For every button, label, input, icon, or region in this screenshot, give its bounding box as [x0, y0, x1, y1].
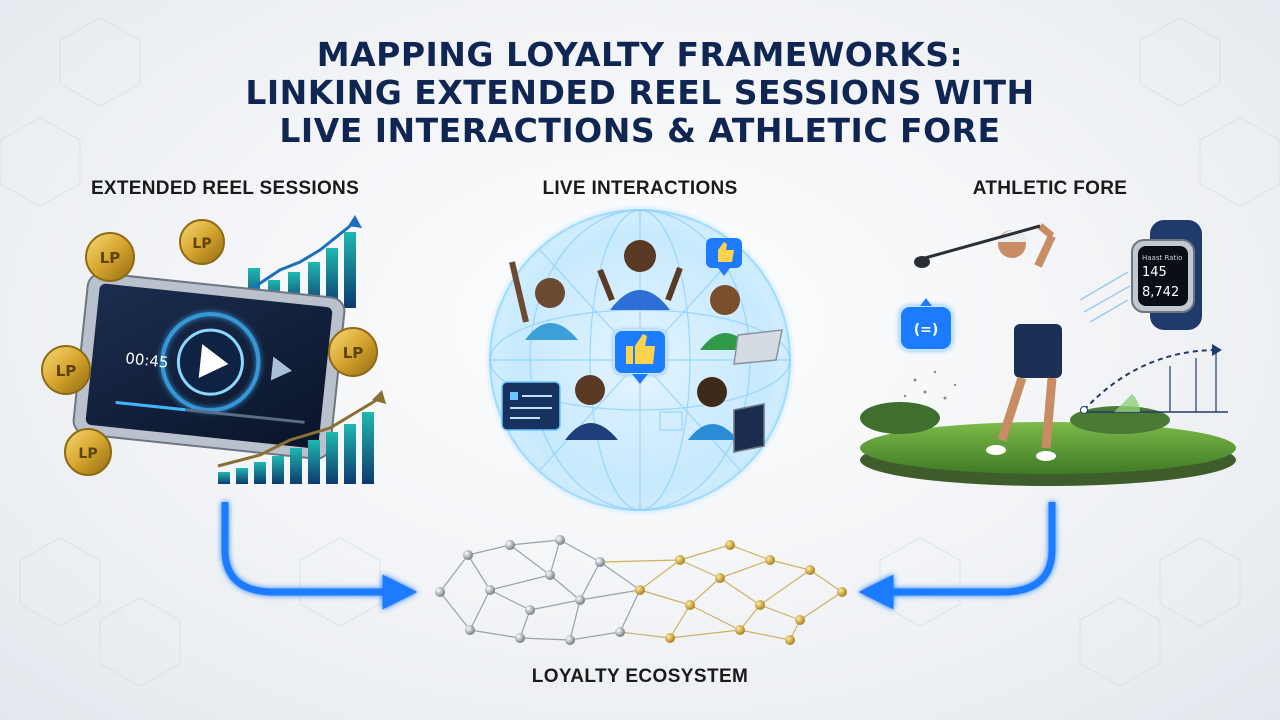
svg-text:LP: LP — [78, 446, 97, 462]
loyalty-ecosystem-network — [435, 535, 847, 645]
chat-card-icon — [501, 381, 561, 431]
participant-avatar — [688, 377, 765, 453]
svg-text:LP: LP — [100, 249, 121, 267]
title-line-1: MAPPING LOYALTY FRAMEWORKS: — [316, 35, 964, 74]
smartwatch-icon: Haast Ratio 145 8,742 — [1131, 220, 1202, 330]
participant-avatar — [700, 285, 783, 365]
svg-text:LP: LP — [192, 236, 211, 252]
growth-chart-bottom — [217, 390, 386, 484]
flow-arrow — [858, 502, 1056, 610]
loyalty-coin: LP — [179, 219, 225, 265]
watch-value-2: 8,742 — [1142, 285, 1179, 300]
watch-value-1: 145 — [1142, 265, 1167, 280]
svg-text:LP: LP — [343, 344, 364, 362]
loyalty-ecosystem-label: LOYALTY ECOSYSTEM — [531, 666, 749, 687]
reel-sessions-label: EXTENDED REEL SESSIONS — [90, 178, 360, 199]
athletic-fore-label: ATHLETIC FORE — [972, 178, 1128, 199]
tree-line — [860, 402, 1170, 434]
loyalty-coin: LP — [328, 327, 378, 377]
svg-text:LP: LP — [56, 362, 77, 380]
live-interactions-illustration — [489, 209, 791, 511]
participant-avatar — [509, 261, 578, 340]
thumbs-up-icon — [613, 329, 667, 384]
loyalty-coin: LP — [64, 428, 112, 476]
loyalty-coin: LP — [85, 232, 135, 282]
video-timestamp: 00:45 — [124, 349, 169, 371]
participant-avatar — [565, 375, 618, 440]
watch-label: Haast Ratio — [1142, 254, 1182, 262]
golfer-figure — [914, 223, 1062, 461]
trajectory-chart — [1080, 344, 1228, 414]
title-line-2: LINKING EXTENDED REEL SESSIONS WITH — [245, 73, 1035, 112]
reel-sessions-illustration: 00:45 LP LP LP LP LP — [41, 215, 386, 484]
sync-bubble-icon: (=) — [899, 298, 953, 351]
athletic-fore-illustration: Haast Ratio 145 8,742 (=) — [860, 220, 1236, 486]
page-title: MAPPING LOYALTY FRAMEWORKS: LINKING EXTE… — [0, 36, 1280, 150]
title-line-3: LIVE INTERACTIONS & ATHLETIC FORE — [279, 111, 1001, 150]
participant-avatar — [597, 240, 683, 310]
video-tablet: 00:45 — [72, 272, 346, 460]
svg-text:(=): (=) — [914, 322, 939, 338]
flow-arrow — [221, 502, 418, 610]
loyalty-coin: LP — [41, 345, 91, 395]
live-interactions-label: LIVE INTERACTIONS — [542, 178, 738, 199]
thumbs-up-icon — [706, 238, 742, 276]
play-icon — [198, 344, 229, 378]
